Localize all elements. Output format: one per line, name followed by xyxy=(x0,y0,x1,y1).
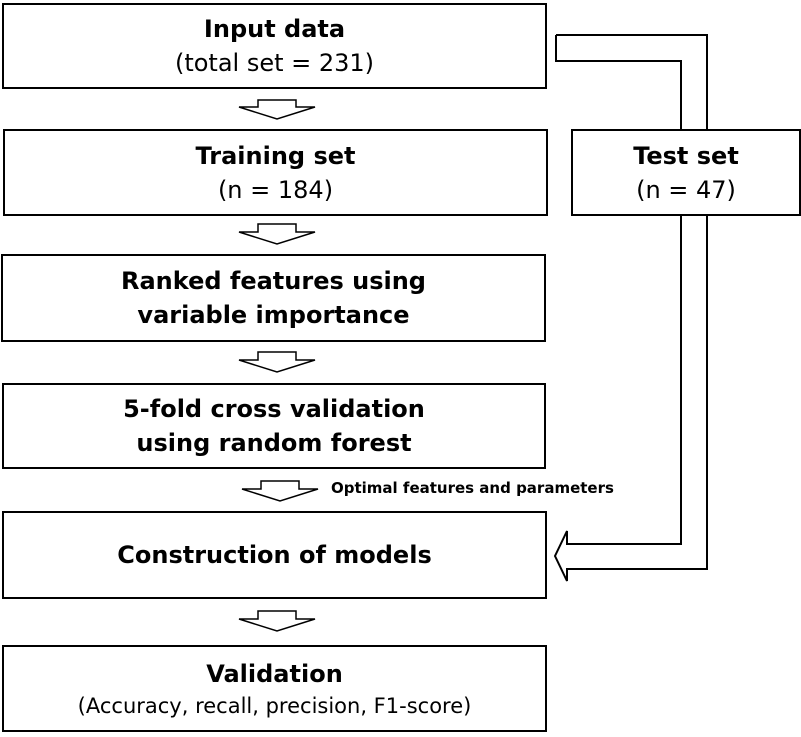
training-set-subtitle: (n = 184) xyxy=(217,175,334,204)
ranked-features-box: Ranked features using variable importanc… xyxy=(1,254,546,342)
arrow-training-to-ranked xyxy=(238,223,316,245)
training-set-box: Training set (n = 184) xyxy=(3,129,548,216)
arrow-construction-to-validation xyxy=(238,610,316,632)
arrow-test-to-construction xyxy=(553,215,708,582)
test-set-title: Test set xyxy=(633,141,739,170)
input-data-title: Input data xyxy=(203,15,346,43)
training-set-title: Training set xyxy=(195,141,356,170)
arrow-input-to-training xyxy=(238,99,316,120)
validation-title: Validation xyxy=(206,659,343,688)
construction-of-models-box: Construction of models xyxy=(2,511,547,599)
cross-validation-line1: 5-fold cross validation xyxy=(123,395,425,423)
input-data-box: Input data (total set = 231) xyxy=(2,3,547,89)
validation-box: Validation (Accuracy, recall, precision,… xyxy=(2,645,547,732)
cross-validation-line2: using random forest xyxy=(136,429,412,457)
ranked-features-line2: variable importance xyxy=(137,301,410,329)
test-set-box: Test set (n = 47) xyxy=(571,129,801,216)
arrow-cv-to-construction xyxy=(241,480,319,502)
input-data-subtitle: (total set = 231) xyxy=(174,49,375,77)
arrow-input-to-test xyxy=(555,34,708,130)
test-set-subtitle: (n = 47) xyxy=(636,175,736,204)
arrow-ranked-to-cv xyxy=(238,351,316,373)
construction-of-models-title: Construction of models xyxy=(117,541,432,569)
optimal-features-annotation: Optimal features and parameters xyxy=(331,479,614,497)
ranked-features-line1: Ranked features using xyxy=(121,267,426,295)
validation-subtitle: (Accuracy, recall, precision, F1-score) xyxy=(77,693,472,718)
cross-validation-box: 5-fold cross validation using random for… xyxy=(2,383,546,469)
